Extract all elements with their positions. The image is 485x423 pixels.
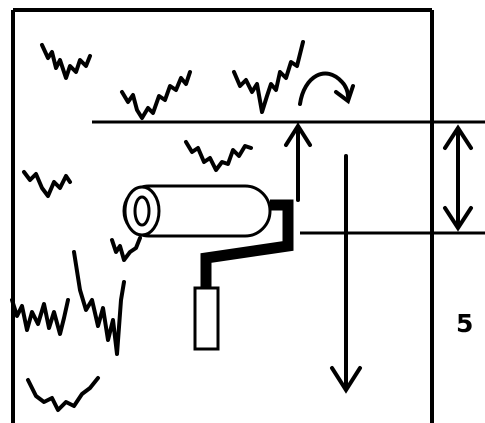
paint-stroke bbox=[26, 376, 100, 412]
roller-end-inner bbox=[133, 195, 151, 227]
step-number: 5 bbox=[456, 309, 474, 338]
rotate-arrow-icon bbox=[298, 71, 355, 106]
wall-panel bbox=[11, 8, 434, 423]
paint-stroke bbox=[184, 140, 253, 172]
paint-strokes bbox=[10, 40, 305, 412]
paint-stroke bbox=[110, 236, 142, 262]
double-arrow-icon bbox=[443, 124, 473, 232]
down-arrow-icon bbox=[330, 154, 362, 394]
roller-frame bbox=[200, 199, 294, 290]
paint-stroke bbox=[72, 250, 126, 356]
roller-handle bbox=[193, 286, 220, 351]
paint-stroke bbox=[232, 40, 305, 114]
paint-stroke bbox=[22, 170, 72, 198]
paint-stroke bbox=[10, 298, 70, 336]
paint-roller-icon bbox=[122, 184, 294, 351]
paint-stroke bbox=[40, 43, 92, 80]
up-arrow-icon bbox=[284, 122, 312, 202]
paint-stroke bbox=[120, 70, 192, 120]
